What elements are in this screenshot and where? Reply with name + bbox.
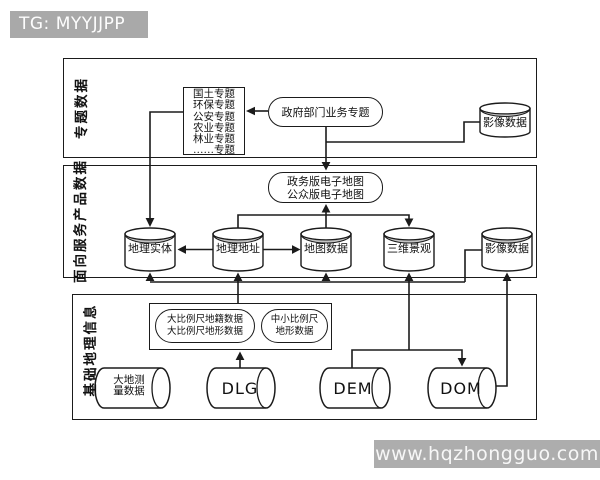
gov-topic-node: 政府部门业务专题 xyxy=(268,97,383,127)
geo-address-label: 地理地址 xyxy=(216,242,260,255)
topic-line: ……专题 xyxy=(193,144,235,157)
dlg-label: DLG xyxy=(221,379,259,398)
section-box-thematic xyxy=(63,58,537,158)
geodetic-line2: 量数据 xyxy=(113,385,145,398)
emap-line2: 公众版电子地图 xyxy=(287,187,364,201)
cylinder-3d-scene xyxy=(383,227,435,272)
section-label-thematic: 专题数据 xyxy=(74,77,90,139)
cylinder-geo-entity xyxy=(124,227,176,272)
cylinder-geodetic xyxy=(94,367,171,409)
emap-node: 政务版电子地图 公众版电子地图 xyxy=(268,172,383,203)
cylinder-map-data xyxy=(300,227,352,272)
geodetic-label: 大地测 量数据 xyxy=(100,374,158,398)
cylinder-image-data-top xyxy=(479,102,531,138)
dem-label: DEM xyxy=(333,379,373,398)
section-label-service: 面向服务产品数据 xyxy=(73,159,89,283)
topic-line: 农业专题 xyxy=(193,121,235,134)
image-data-top-label: 影像数据 xyxy=(483,116,527,129)
topics-box: 国土专题 环保专题 公安专题 农业专题 林业专题 ……专题 xyxy=(183,87,245,157)
section-box-service xyxy=(63,165,537,278)
cylinder-dem xyxy=(319,367,391,409)
topic-line: 林业专题 xyxy=(193,133,235,146)
large-scale-line1: 大比例尺地籍数据 xyxy=(166,314,243,325)
tg-badge: TG: MYYJJPP xyxy=(10,11,148,38)
large-scale-node: 大比例尺地籍数据 大比例尺地形数据 xyxy=(155,309,255,343)
geodetic-line1: 大地测 xyxy=(113,374,145,386)
map-data-label: 地图数据 xyxy=(304,242,348,255)
scene-3d-label: 三维景观 xyxy=(387,242,431,255)
topic-line: 国土专题 xyxy=(193,88,235,100)
watermark-bar: www.hqzhongguo.com xyxy=(374,440,600,468)
topic-line: 环保专题 xyxy=(193,99,235,112)
cylinder-geo-address xyxy=(212,227,264,272)
cylinder-image-data-mid xyxy=(481,227,533,272)
image-data-mid-label: 影像数据 xyxy=(485,242,529,255)
mid-small-scale-line2: 地形数据 xyxy=(275,326,314,337)
section-box-base xyxy=(72,294,537,420)
topic-line: 公安专题 xyxy=(193,110,235,123)
geo-entity-label: 地理实体 xyxy=(128,242,172,255)
cylinder-dom xyxy=(427,367,497,409)
large-scale-line2: 大比例尺地形数据 xyxy=(166,326,243,337)
dom-label: DOM xyxy=(440,379,482,398)
mid-small-scale-node: 中小比例尺 地形数据 xyxy=(261,309,328,343)
cylinder-dlg xyxy=(206,367,276,409)
section-label-base: 基础地理信息 xyxy=(83,303,99,397)
emap-line1: 政务版电子地图 xyxy=(287,174,364,188)
mid-small-scale-line1: 中小比例尺 xyxy=(270,314,319,325)
